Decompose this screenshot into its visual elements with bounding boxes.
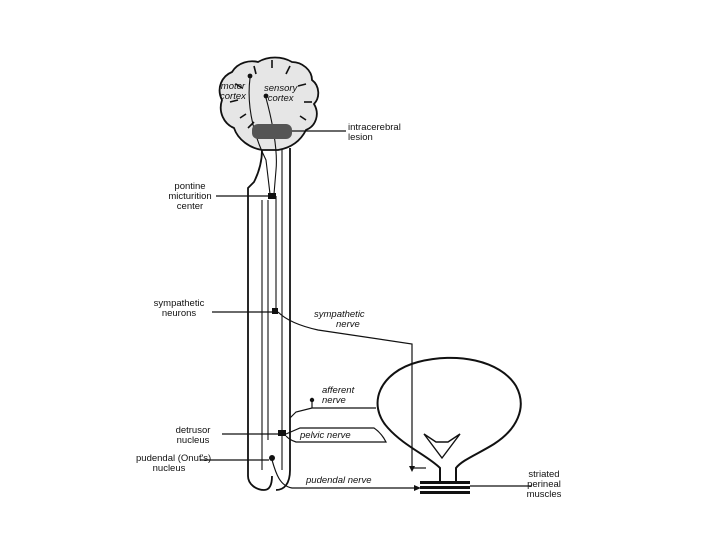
striated-muscles-label-line3: muscles (526, 489, 562, 500)
pudendal-nucleus-label-line1: pudendal (Onuf's) (136, 453, 212, 464)
intracerebral-lesion-label: intracerebral lesion (348, 123, 401, 143)
pudendal-nucleus-node (269, 455, 275, 461)
detrusor-nucleus-label: detrusor nucleus (162, 426, 224, 446)
afferent-nerve-path (289, 407, 376, 419)
striated-perineal-muscles-label: striated perineal muscles (516, 470, 572, 500)
motor-cortex-label-line1: motor (220, 81, 246, 92)
sensory-cortex-label: sensory cortex (264, 84, 297, 104)
sympathetic-neurons-label-line2: neurons (161, 308, 197, 319)
sensory-cortex-neuron (263, 93, 269, 99)
sensory-cortex-label-line1: sensory (264, 83, 298, 94)
spinal-cord (247, 148, 291, 491)
leader-lines (200, 130, 532, 487)
sympathetic-nerve-path (277, 311, 413, 468)
pelvic-nerve-label: pelvic nerve (300, 430, 351, 441)
striated-muscles-label-line2: perineal (527, 479, 561, 490)
motor-cortex-label: motor cortex (220, 82, 246, 102)
intracerebral-lesion-label-line2: lesion (348, 132, 373, 143)
pontine-micturition-center-label: pontine micturition center (160, 182, 220, 212)
afferent-nerve-label-line1: afferent (322, 385, 355, 396)
sympathetic-nerve-label: sympathetic nerve (314, 310, 365, 330)
sympathetic-neurons-label-line1: sympathetic (153, 298, 205, 309)
pudendal-nerve-arrow (414, 485, 421, 491)
pmc-label-line3: center (176, 201, 204, 212)
striated-muscles-label-line1: striated (528, 469, 560, 480)
striated-perineal-muscles (420, 481, 470, 494)
afferent-nerve-label: afferent nerve (322, 386, 354, 406)
pmc-label-line2: micturition (168, 191, 212, 202)
pudendal-nerve-label: pudendal nerve (306, 475, 372, 486)
pudendal-nerve-path (271, 459, 414, 489)
pelvic-nerve-path (285, 427, 387, 443)
peripheral-nerves (271, 311, 426, 489)
sympathetic-nerve-label-line1: sympathetic (314, 309, 365, 320)
pudendal-nucleus-label: pudendal (Onuf's) nucleus (136, 453, 212, 474)
motor-cortex-label-line2: cortex (220, 91, 246, 102)
pontine-micturition-center-node (268, 193, 276, 199)
sympathetic-nerve-label-line2: nerve (336, 319, 360, 330)
motor-cortex-neuron (247, 73, 253, 79)
intracerebral-lesion (252, 124, 292, 139)
brain-outline (218, 56, 320, 151)
descending-tracts (261, 150, 283, 470)
sympathetic-neurons-node (272, 308, 278, 314)
sensory-cortex-label-line2: cortex (267, 93, 294, 104)
sympathetic-nerve-arrow (409, 466, 415, 472)
pudendal-nucleus-label-line2: nucleus (152, 463, 186, 474)
detrusor-nucleus-node (278, 430, 286, 436)
detrusor-nucleus-label-line2: nucleus (176, 435, 210, 446)
afferent-nerve-label-line2: nerve (322, 395, 346, 406)
pmc-label-line1: pontine (174, 181, 206, 192)
intracerebral-lesion-label-line1: intracerebral (348, 122, 401, 133)
sympathetic-neurons-label: sympathetic neurons (148, 299, 210, 319)
bladder (376, 356, 522, 483)
detrusor-nucleus-label-line1: detrusor (175, 425, 211, 436)
